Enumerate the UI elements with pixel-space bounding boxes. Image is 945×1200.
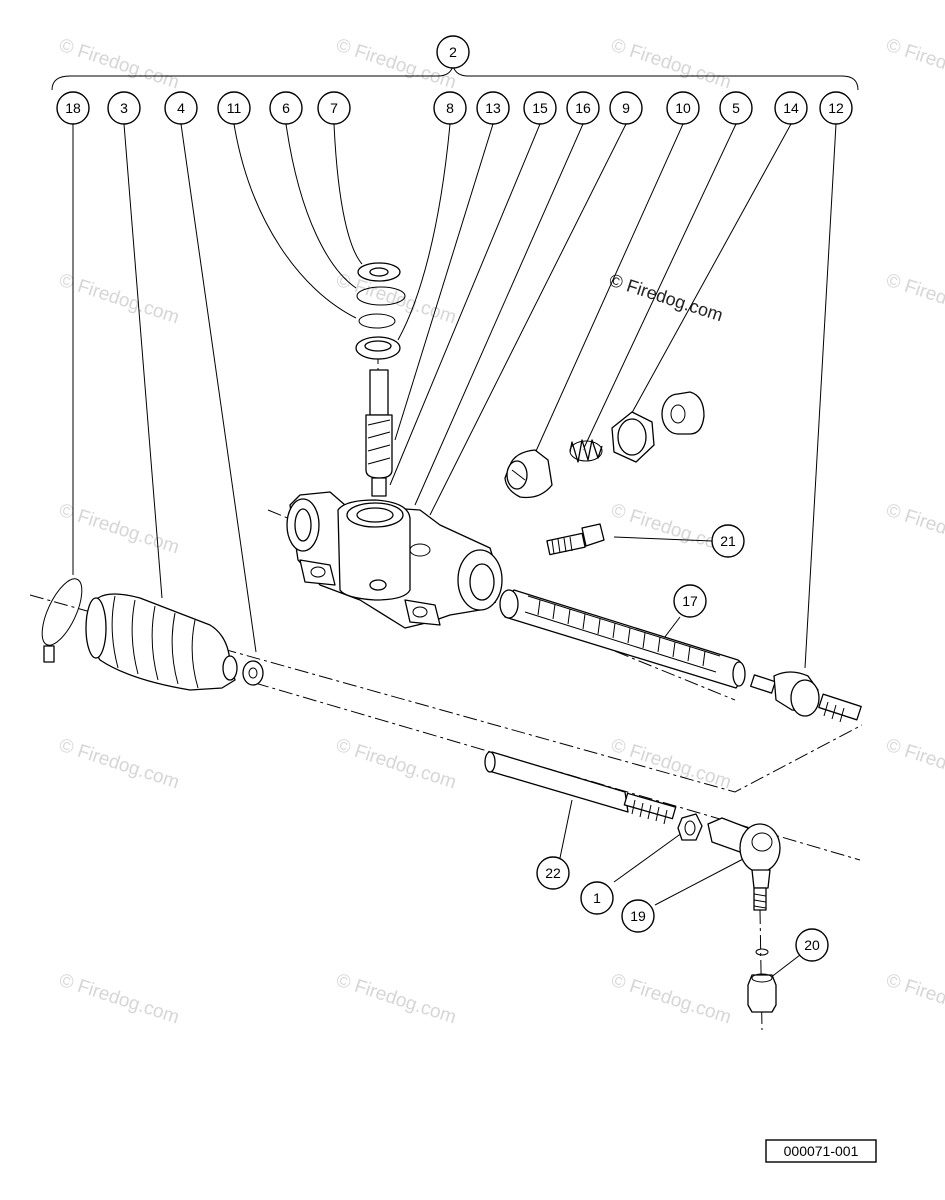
yoke-lock-nut: [611, 411, 655, 463]
svg-text:11: 11: [227, 100, 242, 116]
svg-text:000071-001: 000071-001: [784, 1143, 859, 1159]
callout-3: 3: [107, 91, 141, 125]
callout-20: 20: [795, 928, 829, 962]
svg-text:18: 18: [65, 100, 81, 116]
callout-15: 15: [523, 91, 557, 125]
svg-text:10: 10: [675, 100, 691, 116]
pinion-shaft: [365, 369, 393, 497]
callout-11: 11: [217, 91, 251, 125]
callout-22: 22: [536, 856, 570, 890]
svg-text:1: 1: [593, 890, 601, 906]
pinion-bearing: [355, 336, 401, 360]
steering-rack: [499, 589, 746, 689]
svg-text:16: 16: [575, 100, 591, 116]
svg-text:4: 4: [177, 100, 185, 116]
watermark: © Firedog.com: [883, 735, 945, 794]
svg-text:13: 13: [485, 100, 501, 116]
steering-parts: [41, 262, 862, 1013]
watermark: © Firedog.com: [56, 270, 181, 329]
watermark: © Firedog.com: [56, 735, 181, 794]
svg-text:2: 2: [449, 44, 457, 60]
mounting-bolt: [546, 523, 605, 556]
svg-text:22: 22: [545, 865, 561, 881]
callout-2: 2: [436, 35, 470, 69]
svg-text:21: 21: [720, 533, 736, 549]
callout-18: 18: [56, 91, 90, 125]
callout-13: 13: [476, 91, 510, 125]
svg-text:19: 19: [630, 908, 646, 924]
retaining-ring: [356, 286, 406, 306]
svg-text:17: 17: [682, 593, 698, 609]
callout-21: 21: [711, 524, 745, 558]
watermark: © Firedog.com: [56, 35, 181, 94]
svg-text:5: 5: [732, 100, 740, 116]
watermark: © Firedog.com: [56, 500, 181, 559]
callout-12: 12: [819, 91, 853, 125]
callout-9: 9: [609, 91, 643, 125]
gear-housing: [286, 491, 503, 629]
rack-yoke: [504, 449, 553, 499]
watermark: © Firedog.com: [883, 500, 945, 559]
callout-7: 7: [317, 91, 351, 125]
callout-19: 19: [621, 899, 655, 933]
callout-6: 6: [269, 91, 303, 125]
svg-text:9: 9: [622, 100, 630, 116]
reference-number: 000071-001: [765, 1139, 877, 1163]
boot-clamp: [41, 578, 83, 663]
watermark: © Firedog.com: [333, 970, 458, 1029]
callout-17: 17: [673, 584, 707, 618]
watermark: © Firedog.com: [608, 735, 733, 794]
svg-text:6: 6: [282, 100, 290, 116]
rack-boot: [85, 593, 238, 691]
watermark: © Firedog.com: [883, 270, 945, 329]
callout-8: 8: [433, 91, 467, 125]
axis-lines: [29, 350, 863, 1031]
watermark: © Firedog.com: [608, 970, 733, 1029]
watermark: © Firedog.com: [883, 35, 945, 94]
watermark: © Firedog.com: [56, 970, 181, 1029]
yoke-spring: [569, 439, 603, 463]
svg-text:7: 7: [330, 100, 338, 116]
callout-10: 10: [666, 91, 700, 125]
callout-14: 14: [774, 91, 808, 125]
watermark-center: © Firedog.com: [607, 270, 726, 326]
callout-16: 16: [566, 91, 600, 125]
adjuster-plug: [661, 391, 705, 435]
callout-labels: 2 18 3 4 11 6 7 8 13 15 16 9 10 5 14 12 …: [56, 35, 853, 962]
callout-1: 1: [580, 881, 614, 915]
svg-text:20: 20: [804, 937, 820, 953]
callout-5: 5: [719, 91, 753, 125]
svg-text:3: 3: [120, 100, 128, 116]
svg-text:8: 8: [446, 100, 454, 116]
watermark: © Firedog.com: [608, 35, 733, 94]
svg-text:14: 14: [783, 100, 799, 116]
inner-tie-rod-ball-joint: [750, 671, 862, 723]
tie-rod-end: [707, 817, 781, 911]
svg-text:12: 12: [828, 100, 844, 116]
pinion-washer: [357, 262, 401, 282]
watermark: © Firedog.com: [333, 270, 458, 329]
watermark: © Firedog.com: [333, 735, 458, 794]
tie-rod-nut: [747, 948, 777, 1013]
snap-ring: [358, 313, 396, 329]
boot-nut: [242, 660, 264, 686]
jam-nut: [677, 813, 703, 841]
watermark: © Firedog.com: [883, 970, 945, 1029]
callout-4: 4: [164, 91, 198, 125]
tie-rod: [484, 751, 677, 825]
leader-lines: [72, 123, 837, 979]
svg-text:15: 15: [532, 100, 548, 116]
